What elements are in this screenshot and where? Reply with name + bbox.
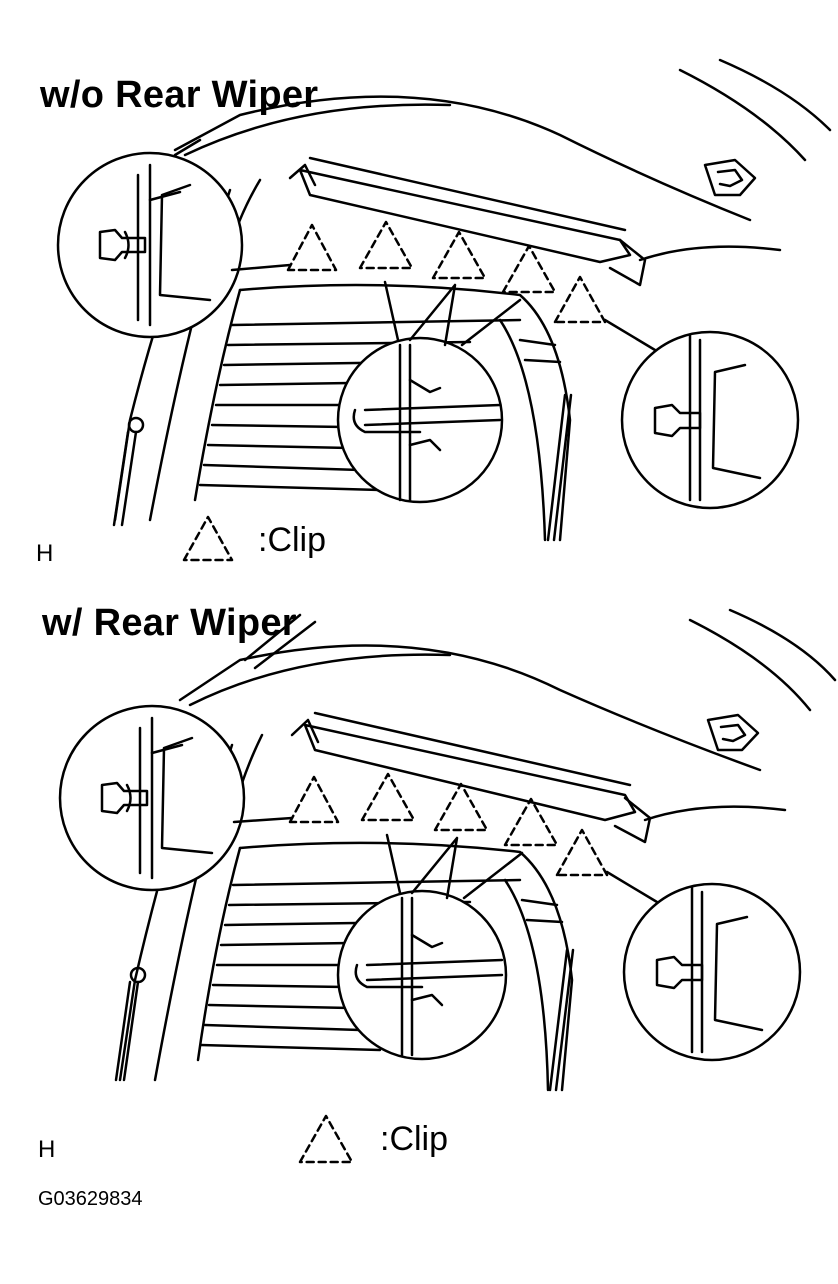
clip-markers xyxy=(288,772,609,877)
clip-marker xyxy=(431,230,487,280)
panel-2-corner-mark: H xyxy=(38,1136,56,1163)
panel-1-legend-label: :Clip xyxy=(258,521,327,559)
panel-2-legend-label: :Clip xyxy=(380,1120,449,1158)
latch-icon xyxy=(706,713,760,752)
clip-marker xyxy=(286,223,338,272)
clip-marker xyxy=(433,782,489,832)
clip-marker xyxy=(553,275,607,324)
panel-2-illustration xyxy=(58,608,837,1164)
clip-marker xyxy=(501,244,557,294)
clip-marker xyxy=(360,772,416,822)
clip-marker xyxy=(503,797,559,847)
panel-1-corner-mark: H xyxy=(36,540,54,567)
latch-icon xyxy=(703,158,757,197)
figure-code: G03629834 xyxy=(38,1188,143,1210)
clip-detail-right xyxy=(603,318,800,510)
dashed-triangle-icon xyxy=(182,515,234,562)
body-contour-lines xyxy=(113,58,832,542)
rear-wiper-arm xyxy=(243,613,317,670)
clip-marker xyxy=(358,220,414,270)
rear-spoiler-garnish xyxy=(288,156,647,287)
rear-window-glass xyxy=(196,841,574,1092)
dashed-triangle-icon xyxy=(298,1114,354,1164)
clip-detail-left xyxy=(58,704,294,892)
strut-rods xyxy=(112,393,573,542)
clip-marker xyxy=(288,775,340,824)
strut-rods xyxy=(114,948,575,1092)
panel-2-title: w/ Rear Wiper xyxy=(42,602,297,644)
clip-detail-left xyxy=(56,151,292,339)
clip-detail-center xyxy=(336,833,524,1061)
rear-spoiler-garnish xyxy=(290,711,652,844)
clip-detail-right xyxy=(605,870,802,1062)
clip-detail-center xyxy=(336,280,522,504)
panel-1-illustration xyxy=(56,58,832,562)
clip-markers xyxy=(286,220,607,324)
clip-marker xyxy=(555,828,609,877)
